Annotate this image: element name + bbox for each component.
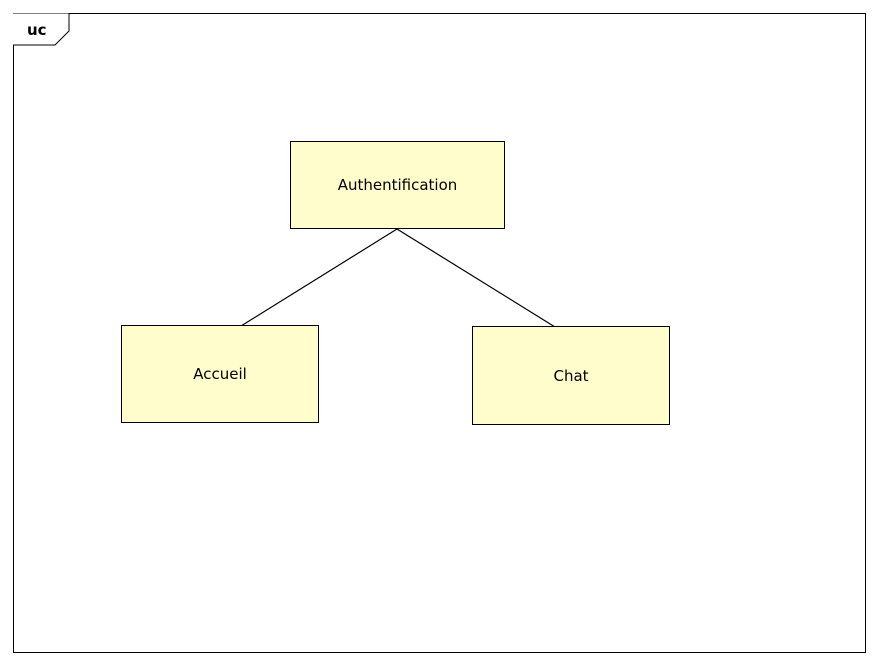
connector-auth-accueil (240, 228, 398, 327)
node-authentification[interactable]: Authentification (290, 141, 505, 229)
node-accueil[interactable]: Accueil (121, 325, 319, 423)
node-accueil-label: Accueil (193, 365, 247, 383)
frame-tab (13, 13, 70, 46)
node-chat[interactable]: Chat (472, 326, 670, 425)
connector-auth-chat (396, 228, 556, 328)
node-authentification-label: Authentification (337, 176, 458, 194)
diagram-frame (13, 13, 866, 653)
frame-label: uc (27, 21, 47, 39)
node-chat-label: Chat (553, 366, 589, 385)
